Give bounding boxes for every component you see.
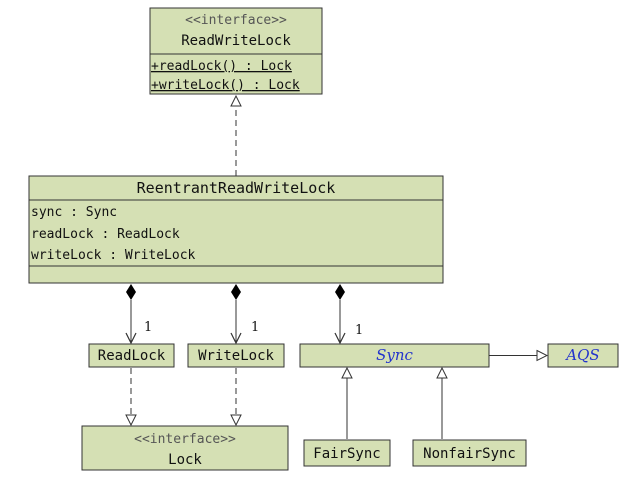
aqs-name: AQS	[564, 346, 599, 364]
readwritelock-method-readlock: +readLock() : Lock	[151, 59, 292, 74]
nonfairsync-class-box: NonfairSync	[412, 439, 527, 467]
reentrantreadwritelock-class-box: ReentrantReadWriteLock sync : Sync readL…	[28, 175, 444, 284]
readwritelock-stereotype: <<interface>>	[185, 13, 287, 28]
multiplicity-sync: 1	[355, 323, 363, 338]
readlock-class-box: ReadLock	[88, 343, 175, 368]
readwritelock-method-writelock: +writeLock() : Lock	[151, 78, 300, 93]
readwritelock-name: ReadWriteLock	[181, 33, 291, 49]
composition-diamond-sync	[335, 284, 345, 300]
nonfairsync-name: NonfairSync	[423, 446, 516, 462]
field-writelock: writeLock : WriteLock	[31, 248, 196, 263]
composition-diamond-writelock	[231, 284, 241, 300]
reentrantreadwritelock-name: ReentrantReadWriteLock	[137, 179, 336, 197]
lock-stereotype: <<interface>>	[134, 432, 236, 447]
fairsync-name: FairSync	[313, 446, 380, 462]
writelock-name: WriteLock	[198, 348, 274, 364]
writelock-class-box: WriteLock	[187, 343, 285, 368]
readwritelock-interface-box: <<interface>> ReadWriteLock +readLock() …	[149, 7, 323, 95]
sync-name: Sync	[376, 346, 413, 364]
multiplicity-readlock: 1	[144, 320, 152, 335]
field-readlock: readLock : ReadLock	[31, 227, 180, 242]
fairsync-class-box: FairSync	[303, 439, 391, 467]
field-sync: sync : Sync	[31, 205, 117, 220]
lock-name: Lock	[168, 452, 202, 468]
sync-class-box: Sync	[299, 343, 490, 368]
aqs-class-box: AQS	[547, 343, 619, 368]
lock-interface-box: <<interface>> Lock	[81, 425, 289, 471]
composition-diamond-readlock	[126, 284, 136, 300]
multiplicity-writelock: 1	[251, 320, 259, 335]
readlock-name: ReadLock	[98, 348, 166, 364]
